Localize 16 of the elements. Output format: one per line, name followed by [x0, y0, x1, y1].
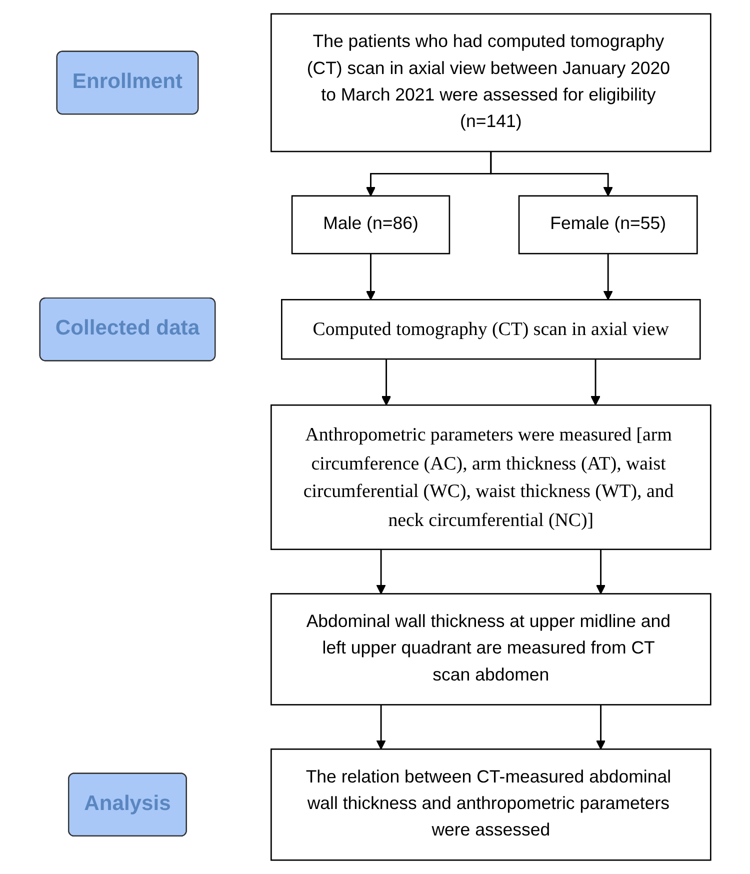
arrow: [596, 549, 606, 594]
node-box: The patients who had computed tomography (CT) scan in axial view between January 2020 to March 2021 were assessed for eligibility (n=141): [270, 13, 712, 152]
node-box: Male (n=86): [291, 195, 450, 254]
arrow: [602, 254, 613, 300]
arrow: [590, 359, 600, 406]
node-box: Computed tomography (CT) scan in axial view: [280, 299, 701, 360]
arrow: [376, 704, 386, 750]
node-box: Anthropometric parameters were measured [arm circumference (AC), arm thickness (AT), waist circumferential (WC), waist thickness (WT), and neck circumferential (NC)]: [270, 404, 712, 550]
node-box: The relation between CT-measured abdominal wall thickness and anthropometric parameters were assessed: [270, 748, 712, 861]
node-box: Female (n=55): [518, 195, 698, 254]
arrow: [381, 359, 391, 406]
arrow: [596, 704, 606, 750]
node-box: Abdominal wall thickness at upper midline and left upper quadrant are measured from CT scan abdomen: [270, 593, 712, 706]
arrow: [376, 549, 386, 594]
arrow: [366, 254, 376, 300]
arrow: [490, 152, 613, 196]
